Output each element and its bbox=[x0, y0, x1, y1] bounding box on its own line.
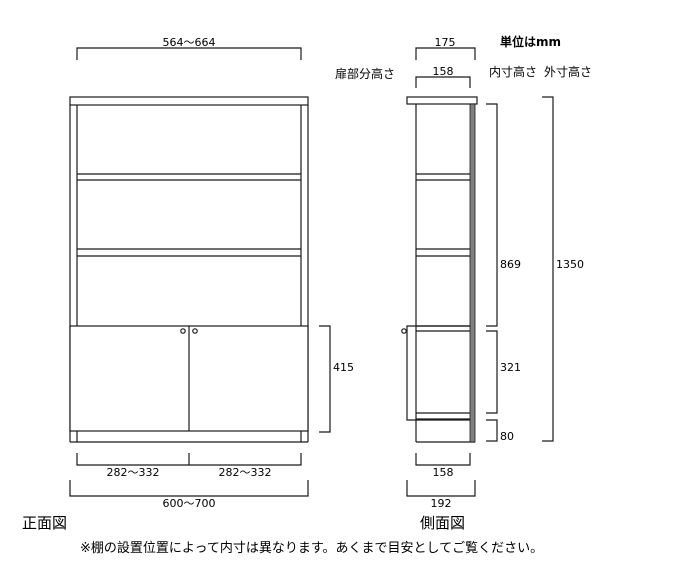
side-outer-depth-label: 192 bbox=[430, 497, 452, 510]
front-view-drawing bbox=[69, 47, 331, 497]
door-height-label: 415 bbox=[333, 361, 354, 374]
door-width-left-label: 282〜332 bbox=[106, 466, 160, 479]
outer-height-label: 1350 bbox=[556, 258, 584, 271]
side-view-title: 側面図 bbox=[420, 514, 466, 532]
door-width-right-label: 282〜332 bbox=[218, 466, 272, 479]
side-view-drawing bbox=[401, 47, 554, 497]
unit-label: 単位はmm bbox=[500, 35, 562, 49]
side-top-depth-label: 175 bbox=[434, 36, 456, 49]
door-height-header: 扉部分高さ bbox=[335, 67, 396, 81]
back-panel bbox=[469, 103, 476, 443]
base-height-label: 80 bbox=[500, 430, 514, 443]
outer-height-header: 外寸高さ bbox=[544, 65, 593, 79]
footnote: ※棚の設置位置によって内寸は異なります。あくまで目安としてご覧ください。 bbox=[80, 541, 544, 556]
front-inner-width-label: 564〜664 bbox=[162, 36, 216, 49]
side-inner-depth-top-label: 158 bbox=[432, 65, 454, 78]
inner-height-upper-label: 869 bbox=[500, 258, 521, 271]
side-inner-depth-bottom-label: 158 bbox=[432, 466, 454, 479]
front-view-title: 正面図 bbox=[22, 514, 68, 532]
front-outer-width-label: 600〜700 bbox=[162, 497, 216, 510]
inner-height-header: 内寸高さ bbox=[489, 65, 538, 79]
inner-height-lower-label: 321 bbox=[500, 361, 521, 374]
